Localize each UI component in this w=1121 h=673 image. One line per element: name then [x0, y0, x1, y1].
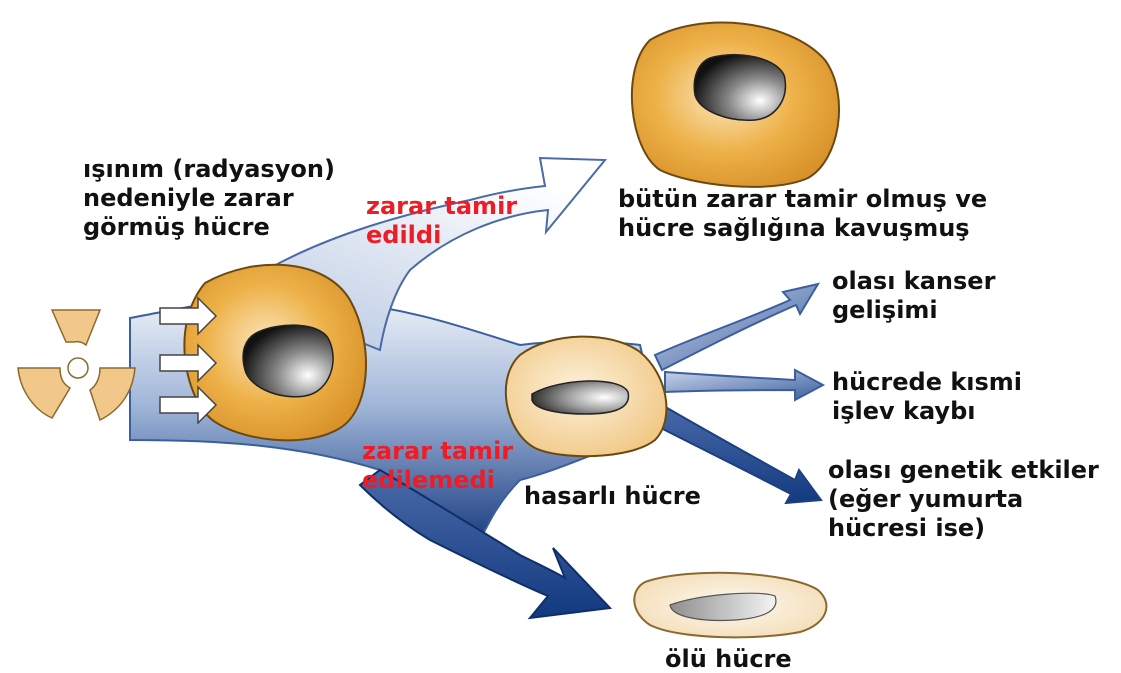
- repaired-result-label: bütün zarar tamir olmuş ve hücre sağlığı…: [618, 185, 987, 243]
- cancer-branch-arrow: [655, 284, 818, 370]
- genetic-effects-label: olası genetik etkiler (eğer yumurta hücr…: [828, 456, 1099, 543]
- damaged-cell-label: ışınım (radyasyon) nedeniyle zarar görmü…: [83, 155, 335, 242]
- repaired-arrow-label: zarar tamir edildi: [366, 192, 517, 250]
- radiation-icon: [18, 310, 135, 420]
- partial-loss-label: hücrede kısmi işlev kaybı: [832, 368, 1022, 426]
- not-repaired-arrow-label: zarar tamir edilemedi: [362, 437, 513, 495]
- incoming-ray-arrow-icon: [160, 298, 216, 423]
- cancer-label: olası kanser gelişimi: [832, 267, 995, 325]
- dead-cell-label: ölü hücre: [665, 645, 792, 673]
- injured-cell-label: hasarlı hücre: [524, 482, 701, 511]
- partial-loss-branch-arrow: [665, 370, 823, 400]
- damaged-cell-nucleus: [243, 325, 333, 397]
- healthy-cell-nucleus: [694, 55, 785, 121]
